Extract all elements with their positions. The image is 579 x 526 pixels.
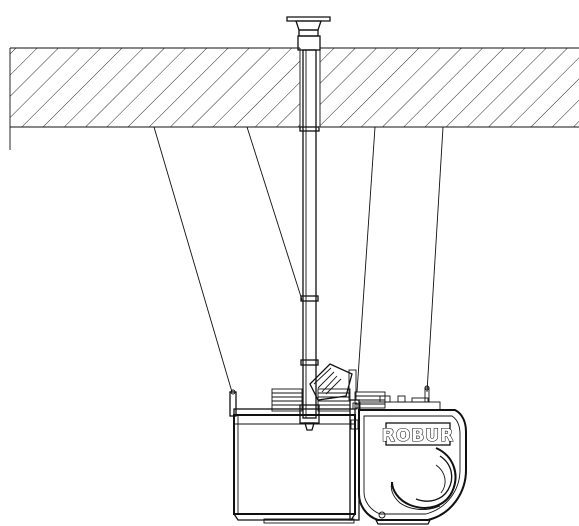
heater-body (229, 389, 360, 524)
air-louver (390, 447, 457, 510)
top-controls (359, 385, 441, 411)
suspension-wire-4 (426, 126, 444, 393)
suspension-wire-2 (246, 126, 303, 301)
flue-pipe (286, 16, 331, 431)
ceiling-slab (9, 47, 579, 150)
suspension-wire-3 (356, 126, 376, 393)
left-fin-stack (271, 388, 303, 412)
fan-housing (358, 409, 467, 525)
suspension-wire-1 (153, 126, 233, 393)
brand-label: ROBUR (382, 426, 454, 446)
brand-logo-plate (385, 422, 451, 446)
burner-assembly (271, 363, 441, 412)
suspension-wires (153, 126, 444, 393)
right-fin-stack (317, 388, 351, 412)
